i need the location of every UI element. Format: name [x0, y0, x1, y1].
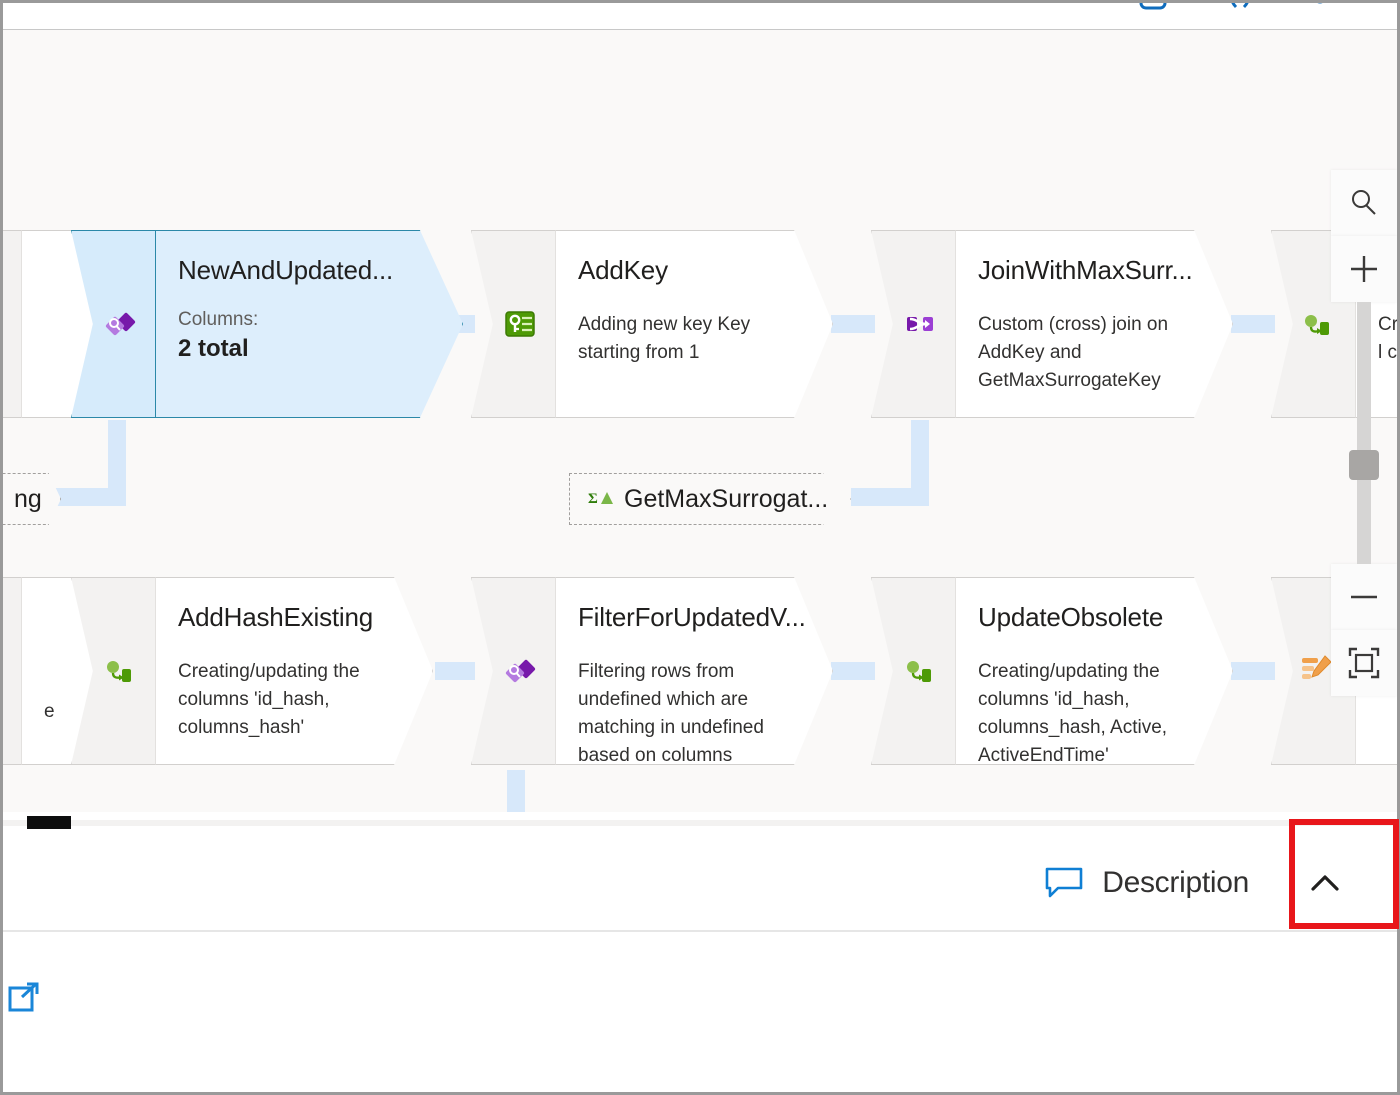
node-description: Custom (cross) join on AddKey and GetMax…	[978, 314, 1169, 391]
flow-node-add-key[interactable]: AddKey Adding new key Key starting from …	[471, 230, 833, 418]
zoom-out-button[interactable]	[1331, 564, 1397, 630]
node-columns-value: 2 total	[178, 335, 249, 362]
chevron-up-icon[interactable]	[1303, 868, 1347, 898]
flow-node-add-hash-existing[interactable]: AddHashExisting Creating/updating the co…	[71, 577, 433, 765]
node-description: Creating/updating the columns 'id_hash, …	[178, 661, 360, 738]
derived-column-icon	[903, 654, 937, 688]
node-columns-label: Columns:	[178, 309, 259, 330]
connector-update-to-right	[1231, 662, 1275, 680]
node-body: AddHashExisting Creating/updating the co…	[155, 577, 433, 765]
derived-column-icon	[103, 654, 137, 688]
node-chevron	[471, 230, 555, 418]
filter-transform-icon	[503, 654, 537, 688]
node-description: Filtering rows from undefined which are …	[578, 661, 764, 765]
node-description: Cre col col M	[1378, 314, 1397, 363]
flow-node-join-with-max-surrogate[interactable]: JoinWithMaxSurr... Custom (cross) join o…	[871, 230, 1233, 418]
flow-node-new-and-updated[interactable]: NewAndUpdated... Columns: 2 total +	[71, 230, 463, 418]
aggregate-sigma-icon: Σ	[588, 486, 614, 512]
node-description: e	[44, 701, 55, 722]
node-title: AddKey	[578, 255, 668, 285]
surrogate-key-icon	[503, 307, 537, 341]
connector-elbow-vertical-left	[108, 420, 126, 506]
connector-elbow-vertical-join	[911, 420, 929, 506]
parentheses-expression-icon[interactable]	[1222, 3, 1256, 15]
node-body: AddKey Adding new key Key starting from …	[555, 230, 833, 418]
node-title: FilterForUpdatedV...	[578, 602, 806, 632]
connector-elbow-horizontal-join	[851, 488, 929, 506]
flow-node-filter-for-updated-values[interactable]: FilterForUpdatedV... Filtering rows from…	[471, 577, 833, 765]
node-chevron	[871, 230, 955, 418]
node-title: ng	[14, 484, 42, 513]
node-chevron	[71, 577, 155, 765]
node-description: Adding new key Key starting from 1	[578, 314, 751, 363]
node-chevron	[3, 230, 21, 418]
connector-filter-down-stub	[507, 770, 525, 812]
canvas-horizontal-scrollbar[interactable]	[3, 812, 1397, 834]
node-body: FilterForUpdatedV... Filtering rows from…	[555, 577, 833, 765]
node-title: JoinWithMaxSurr...	[978, 255, 1193, 285]
node-title: GetMaxSurrogat...	[624, 484, 829, 513]
node-body: NewAndUpdated... Columns: 2 total +	[155, 230, 463, 418]
connector-join-to-right	[1231, 315, 1275, 333]
node-title: UpdateObsolete	[978, 602, 1164, 632]
description-content-pane	[3, 932, 1397, 1092]
join-icon	[903, 307, 937, 341]
flow-node-get-max-surrogate-key[interactable]: Σ GetMaxSurrogat...	[569, 473, 851, 525]
node-chevron	[71, 230, 155, 418]
derived-column-icon	[1301, 307, 1335, 341]
node-title: AddHashExisting	[178, 602, 373, 632]
node-body: JoinWithMaxSurr... Custom (cross) join o…	[955, 230, 1233, 418]
node-body: UpdateObsolete Creating/updating the col…	[955, 577, 1233, 765]
zoom-slider-thumb[interactable]	[1349, 450, 1379, 480]
rename-icon[interactable]	[1136, 3, 1170, 15]
zoom-slider-track[interactable]	[1349, 302, 1379, 564]
description-toggle[interactable]: Description	[1044, 866, 1397, 900]
node-chevron	[471, 577, 555, 765]
description-separator	[3, 930, 1397, 932]
settings-slider-icon[interactable]	[1308, 3, 1342, 15]
flow-canvas[interactable]: + NewAndUpdated... Columns:	[3, 30, 1397, 812]
filter-transform-icon	[103, 307, 137, 341]
connector-filter-to-update	[831, 662, 875, 680]
connector-addhash-to-filter	[435, 662, 475, 680]
description-bar: Description	[3, 834, 1397, 930]
alter-row-icon	[1301, 654, 1335, 688]
canvas-zoom-controls	[1331, 170, 1397, 696]
flow-node-update-obsolete[interactable]: UpdateObsolete Creating/updating the col…	[871, 577, 1233, 765]
node-chevron	[871, 577, 955, 765]
svg-text:Σ: Σ	[588, 491, 598, 507]
search-icon[interactable]	[1331, 170, 1397, 236]
comment-icon	[1044, 866, 1084, 900]
scrollbar-track[interactable]	[3, 820, 1397, 826]
connector-addkey-to-join	[831, 315, 875, 333]
zoom-in-button[interactable]	[1331, 236, 1397, 302]
flow-node-collapsed-left-partial[interactable]: ng	[3, 473, 61, 525]
open-in-new-window-icon[interactable]	[7, 980, 41, 1014]
toolbar-icon-group	[1136, 3, 1342, 15]
node-title: NewAndUpdated...	[178, 255, 394, 285]
description-label: Description	[1102, 865, 1249, 899]
node-description: Creating/updating the columns 'id_hash, …	[978, 661, 1168, 765]
fit-to-screen-button[interactable]	[1331, 630, 1397, 696]
node-chevron	[3, 577, 21, 765]
scrollbar-thumb[interactable]	[27, 816, 71, 829]
top-toolbar	[3, 3, 1397, 30]
